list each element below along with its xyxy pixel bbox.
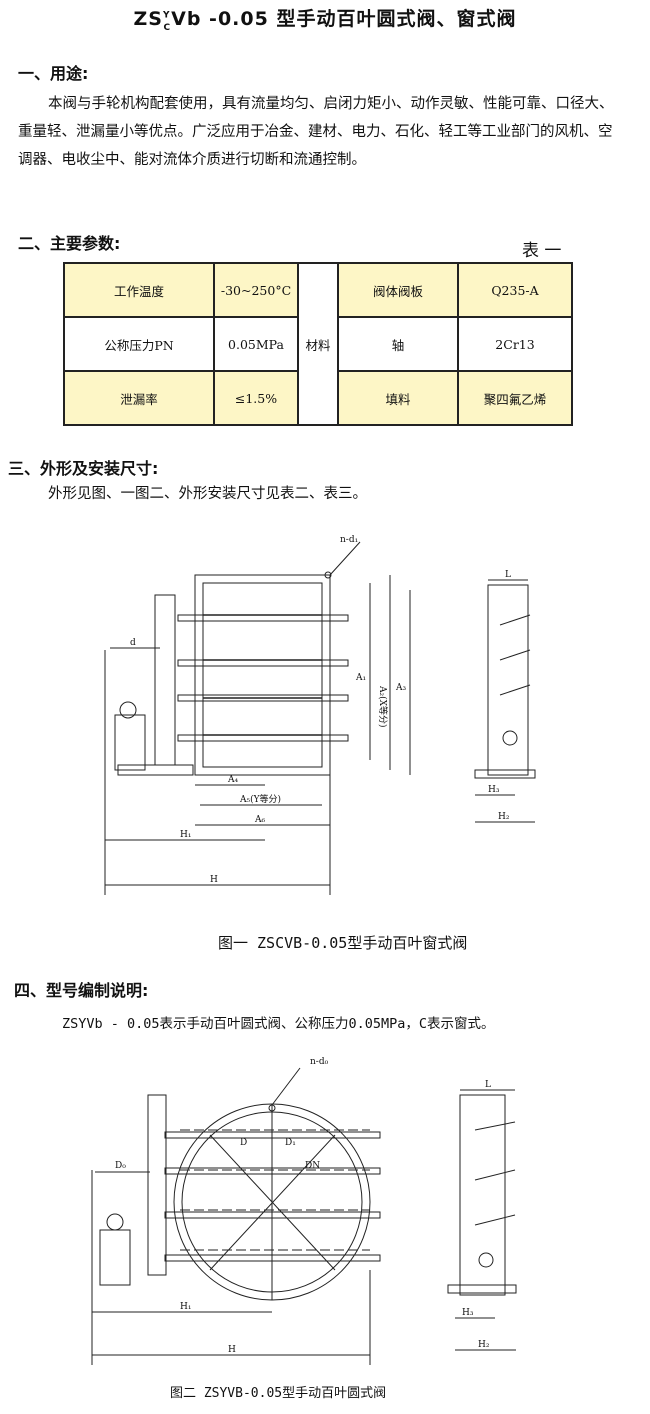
- label: H: [228, 1345, 236, 1355]
- label: A₂(X等分): [377, 685, 389, 728]
- section-1-body: 本阀与手轮机构配套使用，具有流量均匀、启闭力矩小、动作灵敏、性能可靠、口径大、重…: [18, 96, 614, 168]
- label: DN: [305, 1161, 320, 1171]
- cell: 2Cr13: [457, 316, 573, 372]
- cell: 泄漏率: [63, 370, 215, 426]
- label: H₃: [488, 785, 500, 795]
- label: L: [505, 570, 511, 580]
- label: D₀: [115, 1161, 126, 1171]
- cell: 阀体阀板: [337, 262, 459, 318]
- label: n-d₀: [310, 1057, 329, 1067]
- label: A₆: [254, 815, 265, 825]
- figure-2-drawing: n-d₀ D D₁ DN D₀ H₁ H L H₃ H₂: [91, 1057, 517, 1365]
- section-3-body: 外形见图、一图二、外形安装尺寸见表二、表三。: [48, 486, 367, 502]
- label: A₃: [395, 683, 406, 693]
- label: H₂: [478, 1340, 490, 1350]
- cell-material: 材料: [297, 262, 339, 426]
- label: L: [485, 1080, 491, 1090]
- cell: 轴: [337, 316, 459, 372]
- label: H₂: [498, 812, 510, 822]
- cell: Q235-A: [457, 262, 573, 318]
- figure-1-caption: 图一 ZSCVB-0.05型手动百叶窗式阀: [218, 934, 468, 952]
- figure-2-caption: 图二 ZSYVB-0.05型手动百叶圆式阀: [170, 1386, 387, 1401]
- label: d: [130, 638, 136, 648]
- label: H₁: [180, 1302, 191, 1312]
- label: A₅(Y等分): [239, 793, 281, 805]
- section-4-heading: 四、型号编制说明:: [14, 981, 149, 1000]
- label: D₁: [285, 1138, 296, 1148]
- cell: 工作温度: [63, 262, 215, 318]
- cell: 公称压力PN: [63, 316, 215, 372]
- cell: ≤1.5%: [213, 370, 299, 426]
- cell: -30~250°C: [213, 262, 299, 318]
- figure-1-drawing: n-d₁ d A₁ A₂(X等分) A₃ A₄ A₅(Y等分) A₆ H₁ H …: [104, 535, 536, 895]
- cell: 聚四氟乙烯: [457, 370, 573, 426]
- section-1-heading: 一、用途:: [18, 64, 89, 83]
- cell: 0.05MPa: [213, 316, 299, 372]
- cell: 填料: [337, 370, 459, 426]
- page-title: ZSYCVb -0.05 型手动百叶圆式阀、窗式阀: [133, 8, 517, 33]
- label: H₁: [180, 830, 191, 840]
- label: H₃: [462, 1308, 474, 1318]
- section-3-heading: 三、外形及安装尺寸:: [8, 459, 159, 478]
- section-4-body: ZSYVb - 0.05表示手动百叶圆式阀、公称压力0.05MPa，C表示窗式。: [62, 1016, 495, 1032]
- label: D: [240, 1138, 247, 1148]
- label: A₄: [227, 775, 238, 785]
- table-label: 表 一: [522, 241, 562, 261]
- label: n-d₁: [340, 535, 358, 545]
- label: H: [210, 875, 218, 885]
- section-2-heading: 二、主要参数:: [18, 234, 121, 253]
- label: A₁: [355, 673, 366, 683]
